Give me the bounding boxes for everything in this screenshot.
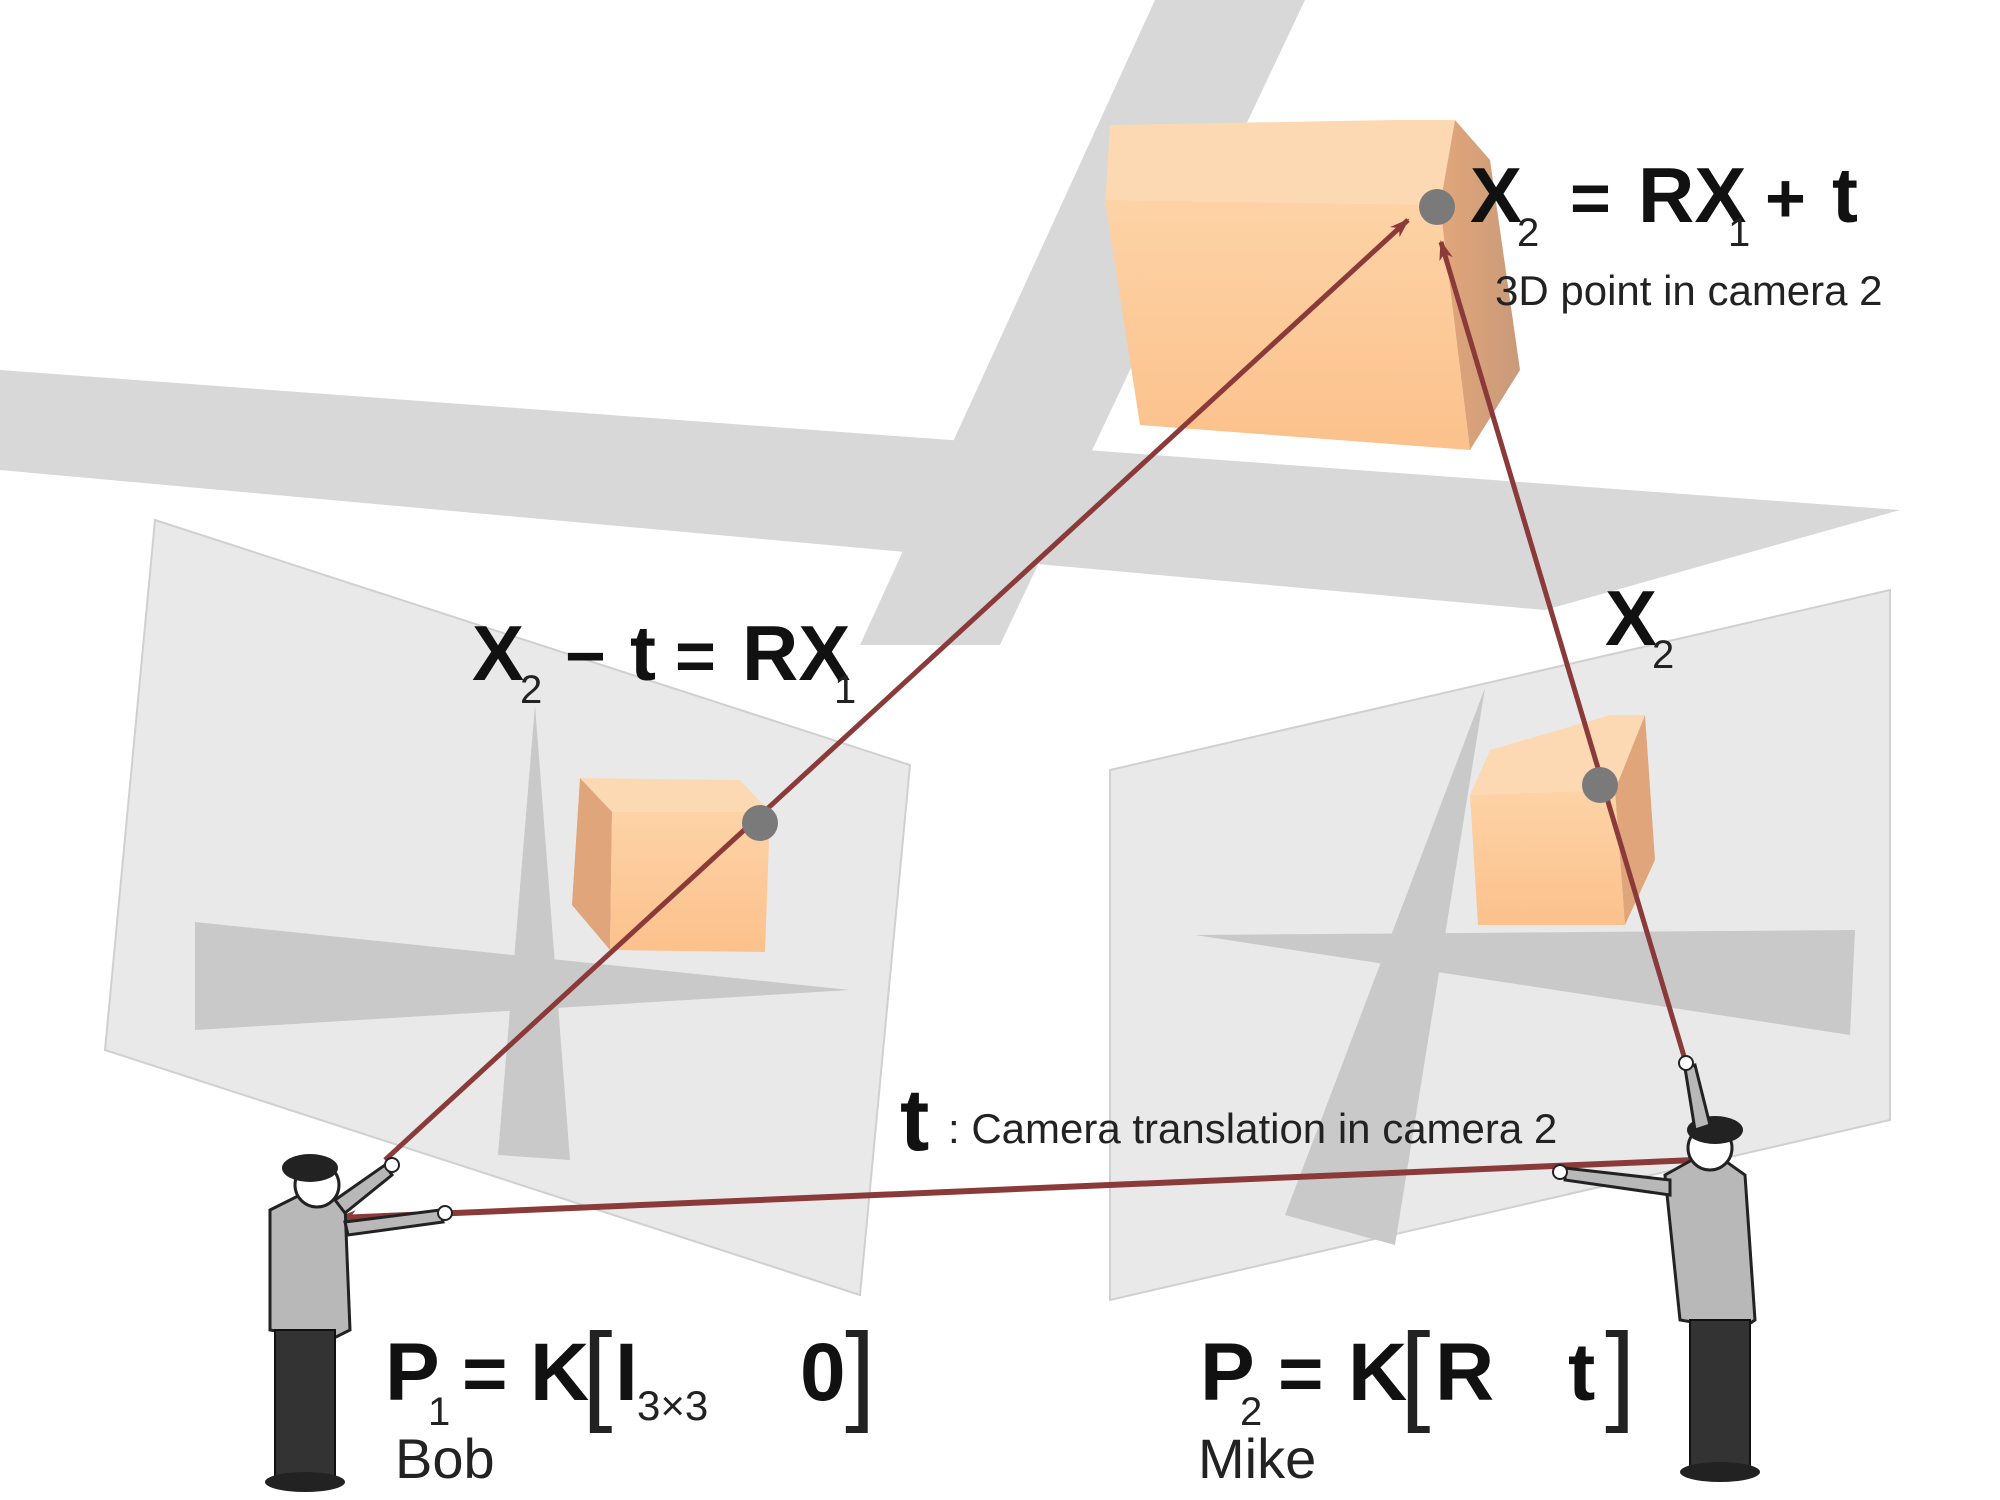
world-cross-shadow bbox=[0, 0, 1900, 645]
svg-text:−: − bbox=[565, 617, 606, 695]
image-point-left bbox=[742, 805, 778, 841]
image-plane-right-cross-v bbox=[1285, 688, 1485, 1245]
world-point bbox=[1419, 189, 1455, 225]
world-box bbox=[1105, 120, 1520, 450]
world-box-top bbox=[1105, 120, 1455, 205]
label-t: t bbox=[900, 1070, 929, 1169]
svg-text:t: t bbox=[1832, 151, 1858, 239]
svg-text:K: K bbox=[1348, 1327, 1407, 1418]
image-box-left-top bbox=[580, 778, 770, 812]
svg-text:X: X bbox=[472, 609, 524, 697]
svg-text:=: = bbox=[1278, 1329, 1324, 1417]
svg-text:1: 1 bbox=[834, 668, 856, 712]
svg-text:2: 2 bbox=[1240, 1390, 1262, 1434]
svg-text:]: ] bbox=[1605, 1311, 1636, 1434]
rays bbox=[336, 218, 1696, 1225]
world-box-front bbox=[1105, 200, 1470, 450]
image-plane-left-surface bbox=[103, 518, 912, 1297]
svg-text:2: 2 bbox=[1517, 211, 1539, 255]
svg-text:0: 0 bbox=[800, 1327, 846, 1418]
label-x2: X 2 bbox=[1605, 574, 1674, 677]
svg-text:P: P bbox=[385, 1327, 440, 1418]
svg-text:3×3: 3×3 bbox=[637, 1382, 708, 1429]
svg-text:]: ] bbox=[845, 1311, 876, 1434]
svg-text:+: + bbox=[1765, 159, 1806, 237]
image-box-right-front bbox=[1470, 790, 1625, 925]
bob-figure-icon bbox=[265, 1154, 453, 1492]
svg-text:=: = bbox=[675, 617, 716, 695]
svg-text:P: P bbox=[1200, 1327, 1255, 1418]
translation-note: : Camera translation in camera 2 bbox=[948, 1105, 1557, 1152]
equation-p2: P 2 = K [ R t ] bbox=[1200, 1311, 1636, 1434]
svg-text:2: 2 bbox=[1652, 633, 1674, 677]
translation-arrow bbox=[336, 1157, 1696, 1225]
label-bob: Bob bbox=[395, 1427, 495, 1490]
svg-text:t: t bbox=[630, 609, 656, 697]
svg-text:1: 1 bbox=[428, 1390, 450, 1434]
svg-text:[: [ bbox=[1400, 1311, 1431, 1434]
svg-text:R: R bbox=[1435, 1327, 1494, 1418]
label-mike: Mike bbox=[1198, 1427, 1316, 1490]
image-plane-left-cross-v bbox=[498, 705, 570, 1160]
ray-mike-to-point bbox=[1438, 240, 1689, 1064]
mike-figure-icon bbox=[1552, 1055, 1760, 1482]
image-box-left-side bbox=[572, 778, 612, 950]
image-box-right-side bbox=[1615, 715, 1655, 925]
svg-text:=: = bbox=[462, 1329, 508, 1417]
ray-bob-to-point bbox=[383, 218, 1410, 1162]
svg-text:=: = bbox=[1570, 159, 1611, 237]
image-plane-right bbox=[1109, 588, 1891, 1302]
svg-text:X: X bbox=[1605, 574, 1657, 662]
equation-x2-world: X 2 = RX 1 + t bbox=[1470, 151, 1858, 255]
image-plane-right-cross-h bbox=[1195, 930, 1855, 1035]
svg-text:t: t bbox=[1568, 1327, 1595, 1418]
svg-text:K: K bbox=[530, 1327, 589, 1418]
svg-text:[: [ bbox=[582, 1311, 613, 1434]
equation-x2-minus-t: X 2 − t = RX 1 bbox=[472, 609, 856, 712]
world-box-side bbox=[1440, 120, 1520, 450]
equation-p1: P 1 = K [ I 3×3 0 ] bbox=[385, 1311, 876, 1434]
svg-text:I: I bbox=[615, 1327, 638, 1418]
svg-text:X: X bbox=[1470, 151, 1522, 239]
svg-text:2: 2 bbox=[520, 668, 542, 712]
image-point-right bbox=[1582, 767, 1618, 803]
svg-text:RX: RX bbox=[742, 609, 850, 697]
svg-text:1: 1 bbox=[1728, 211, 1750, 255]
svg-text:RX: RX bbox=[1638, 151, 1746, 239]
x2-world-note: 3D point in camera 2 bbox=[1495, 267, 1883, 314]
